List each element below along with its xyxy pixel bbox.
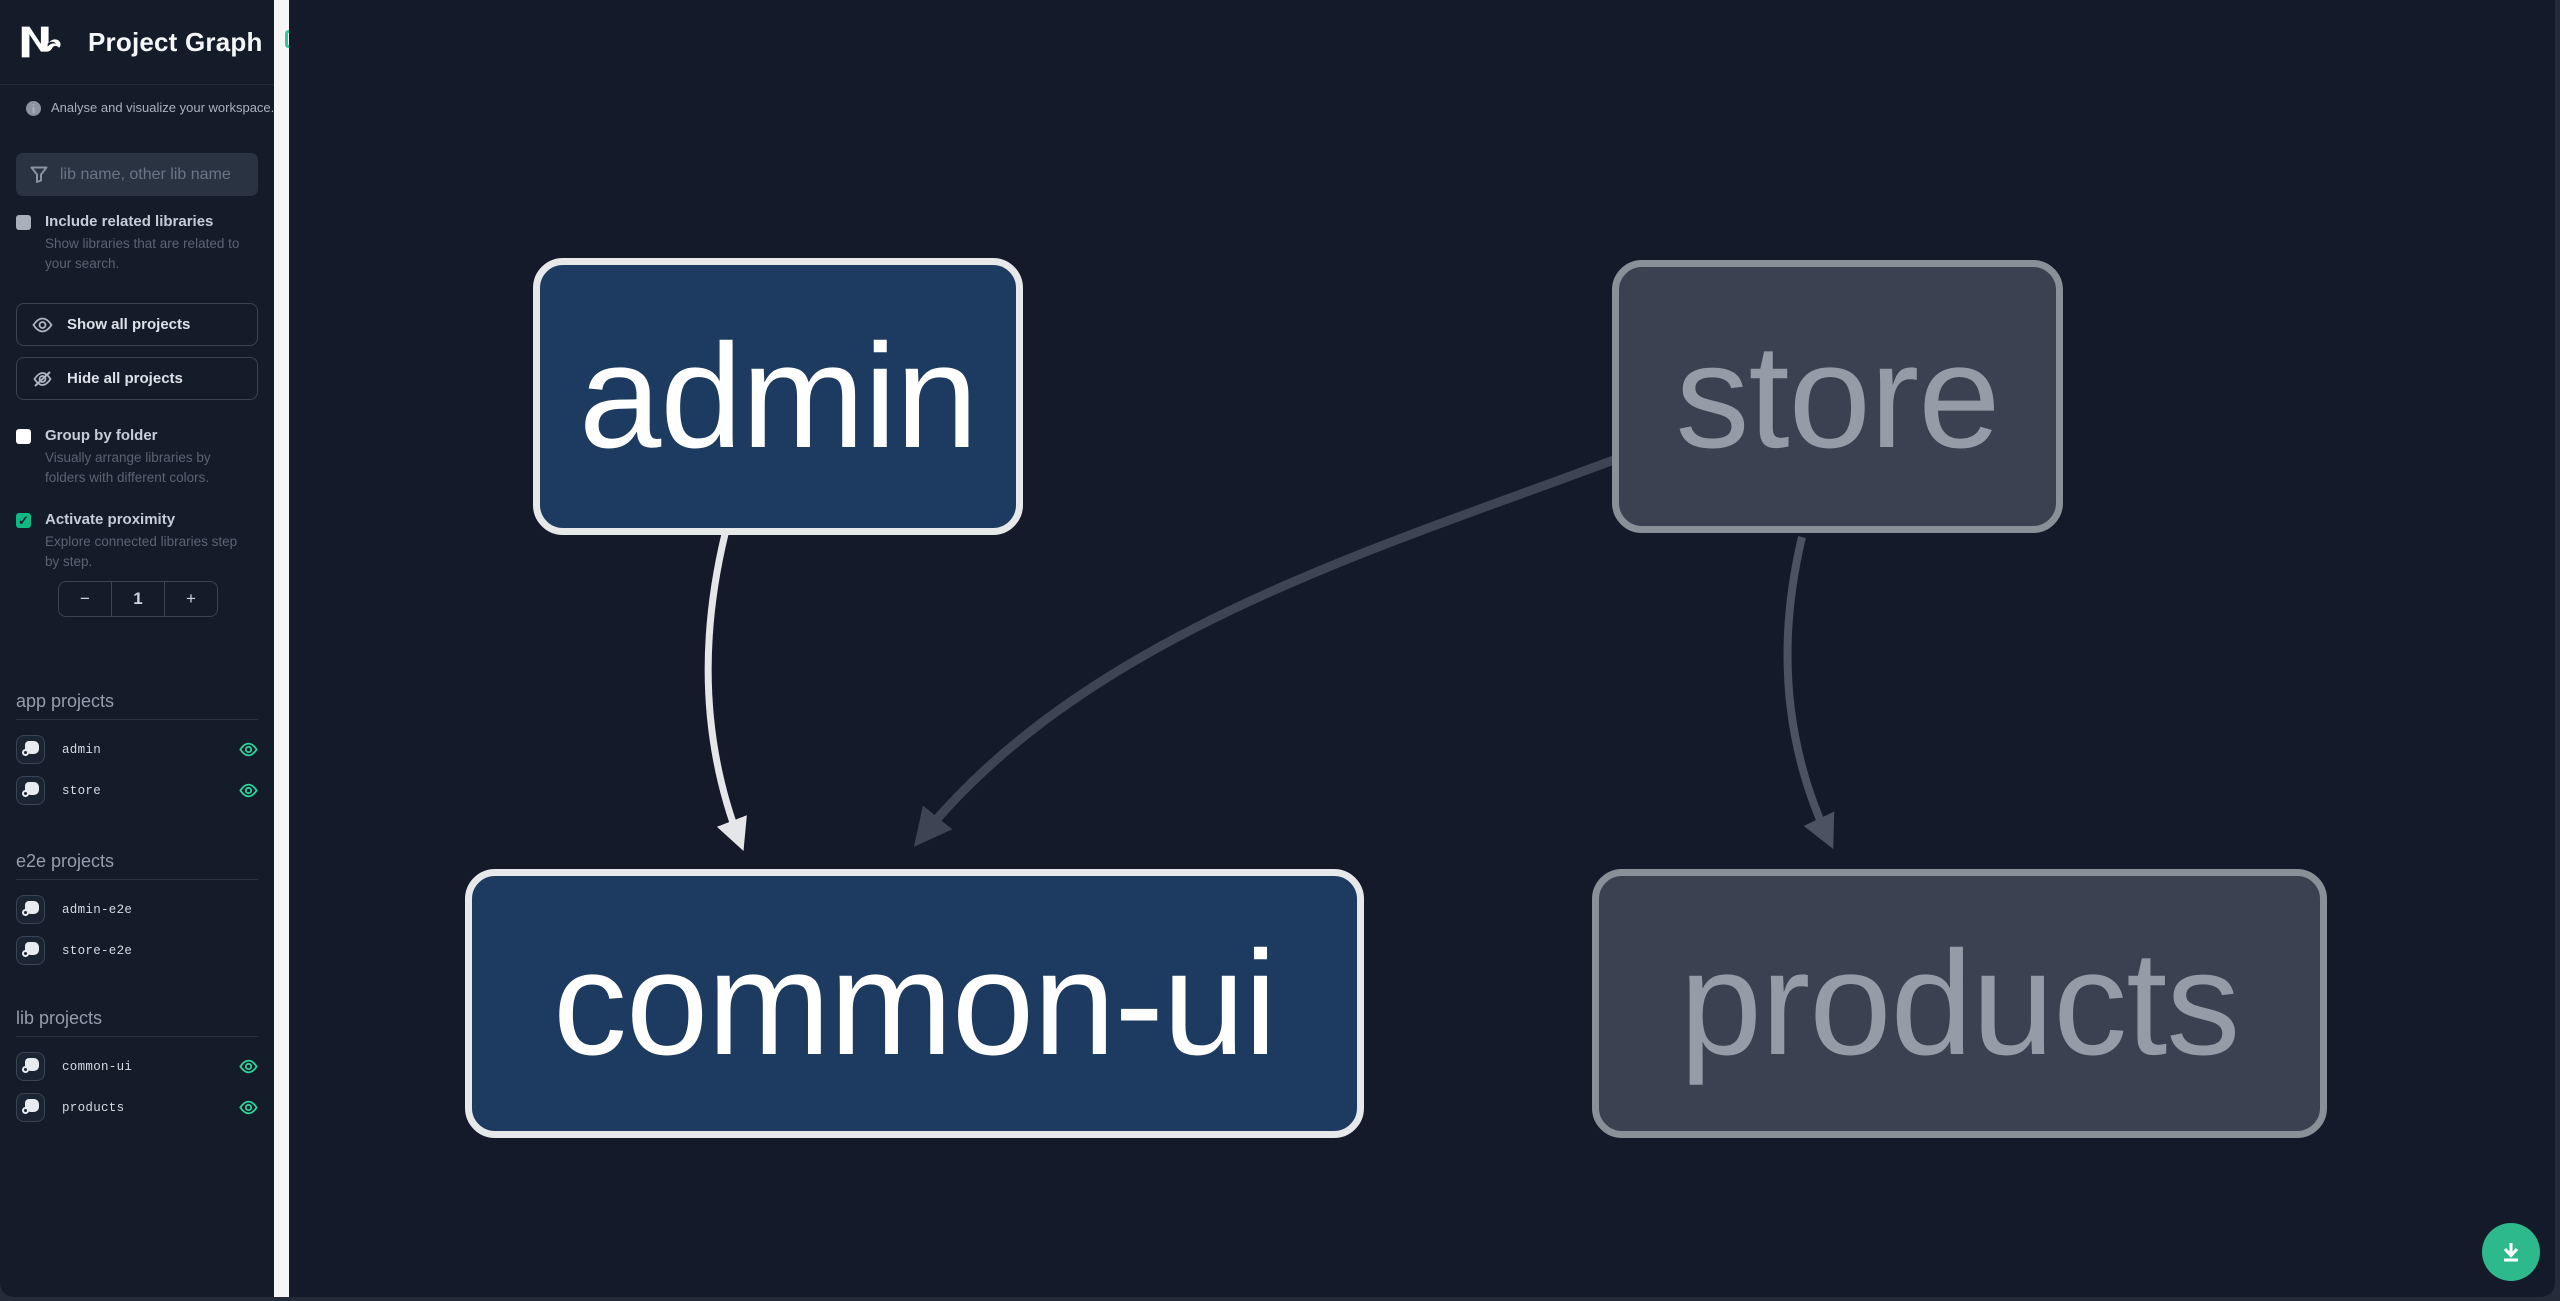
project-icon[interactable] — [16, 1093, 45, 1122]
sidebar: Project Graph i Analyse and visualize yo… — [0, 0, 311, 1297]
edge-admin-to-common-ui[interactable] — [704, 533, 747, 852]
workspace-tagline: i Analyse and visualize your workspace. — [0, 100, 274, 116]
nx-logo-icon — [21, 26, 61, 58]
show-all-projects-button[interactable]: Show all projects — [16, 303, 258, 346]
download-icon — [2503, 1243, 2519, 1262]
node-label: store — [1675, 313, 2000, 479]
project-name: admin-e2e — [62, 902, 133, 917]
graph-node-products[interactable]: products — [1592, 869, 2327, 1138]
node-label: admin — [578, 313, 978, 479]
info-icon: i — [26, 101, 41, 116]
section-app-projects: app projects — [16, 691, 258, 720]
visibility-eye-icon[interactable] — [239, 1100, 258, 1115]
project-name: products — [62, 1100, 125, 1115]
node-label: common-ui — [553, 920, 1277, 1086]
filter-input[interactable] — [60, 165, 258, 184]
download-image-button[interactable] — [2482, 1223, 2540, 1281]
graph-node-common-ui[interactable]: common-ui — [465, 869, 1364, 1138]
section-e2e-projects: e2e projects — [16, 851, 258, 880]
graph-canvas[interactable]: admin store common-ui products — [289, 0, 2555, 1297]
graph-node-store[interactable]: store — [1612, 260, 2063, 533]
hide-all-projects-label: Hide all projects — [67, 370, 183, 387]
project-row-admin: admin — [0, 735, 274, 764]
project-row-admin-e2e: admin-e2e — [0, 895, 274, 924]
tagline-text: Analyse and visualize your workspace. — [51, 100, 275, 115]
proximity-increment-button[interactable]: + — [164, 582, 217, 616]
proximity-decrement-button[interactable]: − — [80, 589, 90, 608]
project-icon[interactable] — [16, 735, 45, 764]
project-icon[interactable] — [16, 895, 45, 924]
project-name: store-e2e — [62, 943, 133, 958]
hide-all-projects-button[interactable]: Hide all projects — [16, 357, 258, 400]
project-row-products: products — [0, 1093, 274, 1122]
eye-off-icon — [33, 370, 52, 387]
proximity-stepper: − 1 + — [58, 581, 218, 617]
graph-node-admin[interactable]: admin — [533, 258, 1023, 535]
project-icon[interactable] — [16, 936, 45, 965]
project-row-store-e2e: store-e2e — [0, 936, 274, 965]
visibility-eye-icon[interactable] — [239, 1059, 258, 1074]
edge-store-to-products[interactable] — [1783, 536, 1835, 850]
project-name: common-ui — [62, 1059, 133, 1074]
activate-proximity-description: Explore connected libraries step by step… — [45, 534, 238, 569]
project-row-store: store — [0, 776, 274, 805]
project-name: store — [62, 783, 102, 798]
section-lib-projects: lib projects — [16, 1008, 258, 1037]
filter-box — [16, 153, 258, 196]
edges-layer — [704, 453, 1835, 852]
group-by-folder-checkbox[interactable] — [16, 429, 31, 444]
project-icon[interactable] — [16, 776, 45, 805]
page-title: Project Graph — [88, 26, 263, 57]
proximity-value: 1 — [111, 582, 164, 616]
activate-proximity-label: Activate proximity — [45, 511, 176, 528]
show-all-projects-label: Show all projects — [67, 316, 191, 333]
edge-store-to-common-ui[interactable] — [913, 453, 1621, 847]
project-icon[interactable] — [16, 1052, 45, 1081]
visibility-eye-icon[interactable] — [239, 742, 258, 757]
project-name: admin — [62, 742, 102, 757]
group-by-folder-checkbox-row: Group by folder Visually arrange librari… — [0, 427, 274, 488]
group-by-folder-label: Group by folder — [45, 427, 158, 444]
include-related-label: Include related libraries — [45, 213, 214, 230]
project-row-common-ui: common-ui — [0, 1052, 274, 1081]
visibility-eye-icon[interactable] — [239, 783, 258, 798]
filter-funnel-icon — [30, 166, 48, 183]
include-related-description: Show libraries that are related to your … — [45, 236, 240, 271]
sidebar-resize-handle[interactable] — [274, 0, 289, 1297]
include-related-checkbox-row: Include related libraries Show libraries… — [0, 213, 274, 274]
activate-proximity-checkbox[interactable]: ✓ — [16, 513, 31, 528]
sidebar-header: Project Graph — [0, 0, 311, 85]
activate-proximity-checkbox-row: ✓ Activate proximity Explore connected l… — [0, 511, 274, 572]
node-label: products — [1679, 920, 2241, 1086]
eye-icon — [32, 317, 53, 332]
group-by-folder-description: Visually arrange libraries by folders wi… — [45, 450, 211, 485]
include-related-checkbox[interactable] — [16, 215, 31, 230]
